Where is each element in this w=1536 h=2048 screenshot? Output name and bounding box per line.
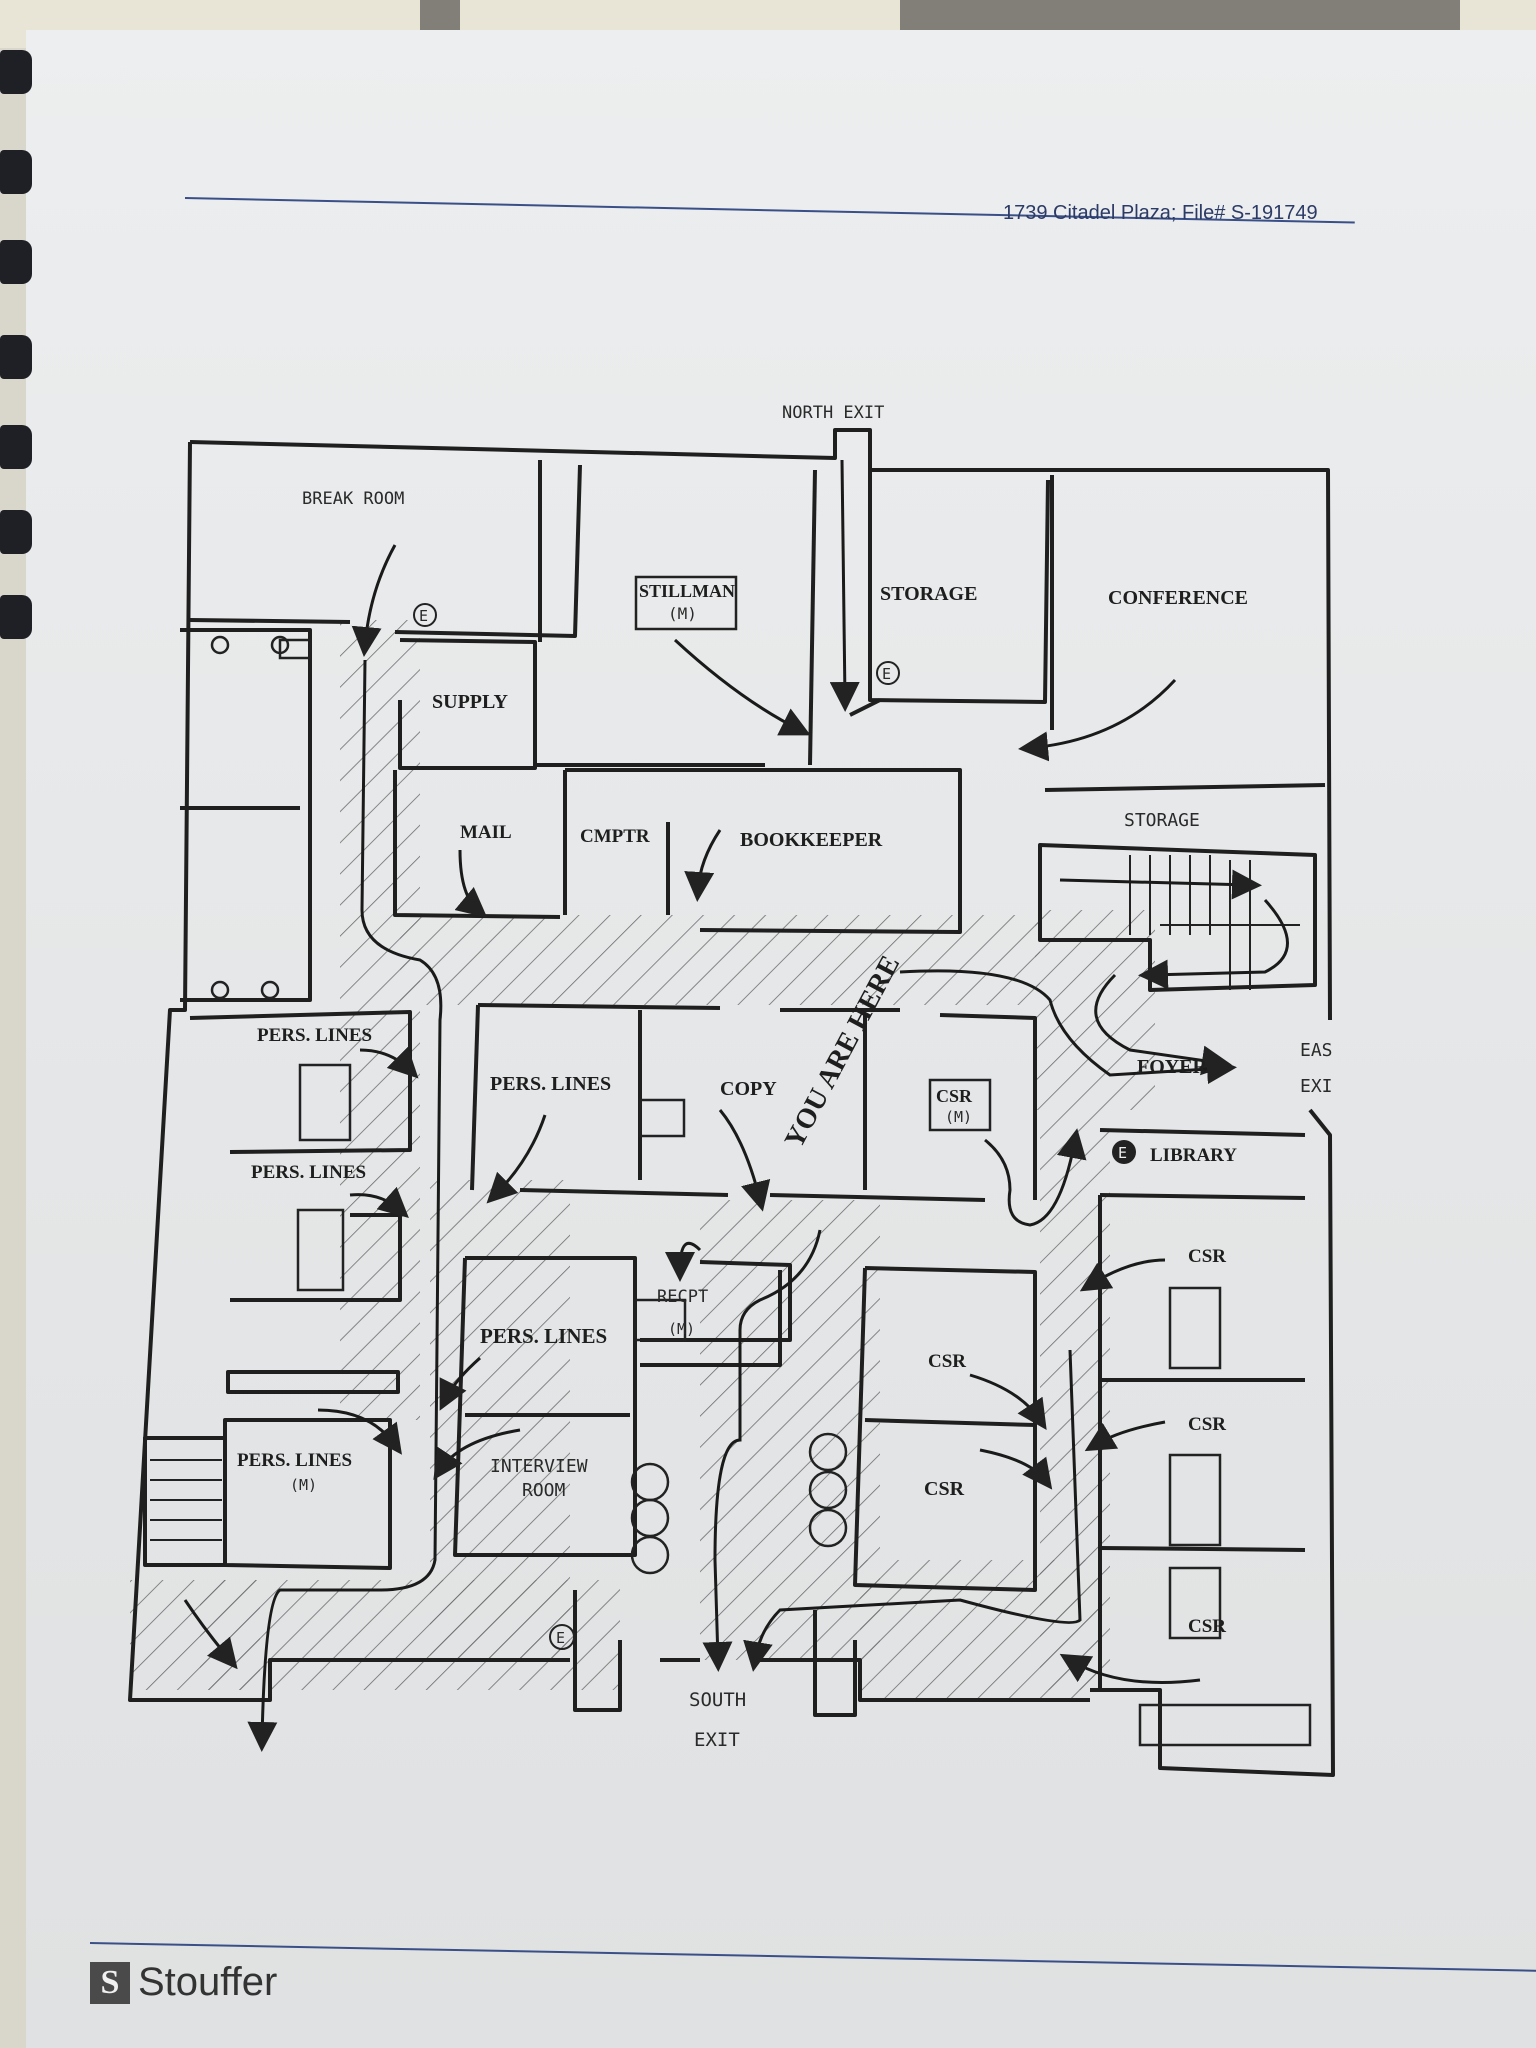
svg-text:E: E: [419, 607, 428, 625]
label-recpt-tag: (M): [668, 1320, 695, 1338]
file-reference: 1739 Citadel Plaza; File# S-191749: [1003, 202, 1318, 224]
label-pers-lines-3: PERS. LINES: [480, 1324, 607, 1348]
label-stillman-tag: (M): [668, 604, 697, 623]
extinguisher-marks: E E E E: [413, 603, 1136, 1650]
label-storage-north: STORAGE: [880, 583, 977, 605]
csr-tag-box: [928, 1078, 992, 1132]
svg-text:E: E: [556, 1629, 565, 1647]
label-csr-c: CSR: [1188, 1414, 1226, 1435]
label-csr-center: CSR: [936, 1086, 973, 1106]
label-east-exit-2: EXI: [1300, 1076, 1333, 1097]
label-stillman: STILLMAN: [639, 581, 735, 601]
label-library: LIBRARY: [1150, 1145, 1237, 1166]
label-recpt: RECPT: [657, 1287, 708, 1307]
label-csr-e: CSR: [1188, 1616, 1226, 1637]
egress-route: [183, 459, 1289, 1752]
label-csr-b: CSR: [928, 1351, 966, 1372]
label-csr-a: CSR: [1188, 1246, 1226, 1267]
label-pers-lines-4-tag: (M): [290, 1476, 317, 1494]
label-interview-room-2: ROOM: [522, 1480, 566, 1501]
extinguisher-icon: E: [876, 661, 900, 685]
label-south-exit-1: SOUTH: [689, 1689, 746, 1711]
label-pers-lines-4: PERS. LINES: [237, 1450, 352, 1471]
document-page: [26, 30, 1536, 2048]
label-copy: COPY: [720, 1078, 777, 1100]
label-conference: CONFERENCE: [1108, 587, 1248, 609]
svg-text:E: E: [1118, 1144, 1127, 1162]
room-labels: BREAK ROOM SUPPLY STILLMAN (M) STORAGE C…: [237, 489, 1248, 1637]
label-mail: MAIL: [460, 822, 512, 843]
label-pers-lines-2: PERS. LINES: [251, 1162, 366, 1183]
label-south-exit-2: EXIT: [694, 1729, 740, 1751]
label-csr-d: CSR: [924, 1478, 965, 1500]
label-break-room: BREAK ROOM: [302, 489, 404, 509]
label-north-exit: NORTH EXIT: [782, 403, 884, 423]
extinguisher-icon: E: [413, 603, 437, 627]
company-logo: S Stouffer: [90, 1960, 277, 2005]
label-supply: SUPPLY: [432, 691, 509, 713]
walls: [128, 428, 1335, 1777]
label-cmptr: CMPTR: [580, 826, 650, 847]
extinguisher-icon: E: [549, 1624, 575, 1650]
label-csr-center-tag: (M): [945, 1108, 972, 1126]
stillman-tag-box: [634, 575, 738, 631]
label-bookkeeper: BOOKKEEPER: [740, 829, 883, 851]
label-pers-lines-1: PERS. LINES: [257, 1025, 372, 1046]
label-east-exit-1: EAS: [1300, 1040, 1333, 1061]
spiral-binding: [0, 40, 40, 660]
label-storage-east: STORAGE: [1124, 810, 1200, 831]
logo-text: Stouffer: [138, 1960, 278, 2004]
furniture: [210, 635, 1312, 1747]
label-interview-room-1: INTERVIEW: [490, 1456, 588, 1477]
logo-mark-icon: S: [90, 1961, 130, 2004]
svg-text:E: E: [882, 665, 891, 683]
extinguisher-icon: E: [1112, 1140, 1136, 1164]
label-pers-lines-center: PERS. LINES: [490, 1073, 611, 1095]
exit-labels: NORTH EXIT EAS EXI SOUTH EXIT: [689, 403, 1333, 1751]
label-foyer: FOYER: [1137, 1056, 1208, 1078]
